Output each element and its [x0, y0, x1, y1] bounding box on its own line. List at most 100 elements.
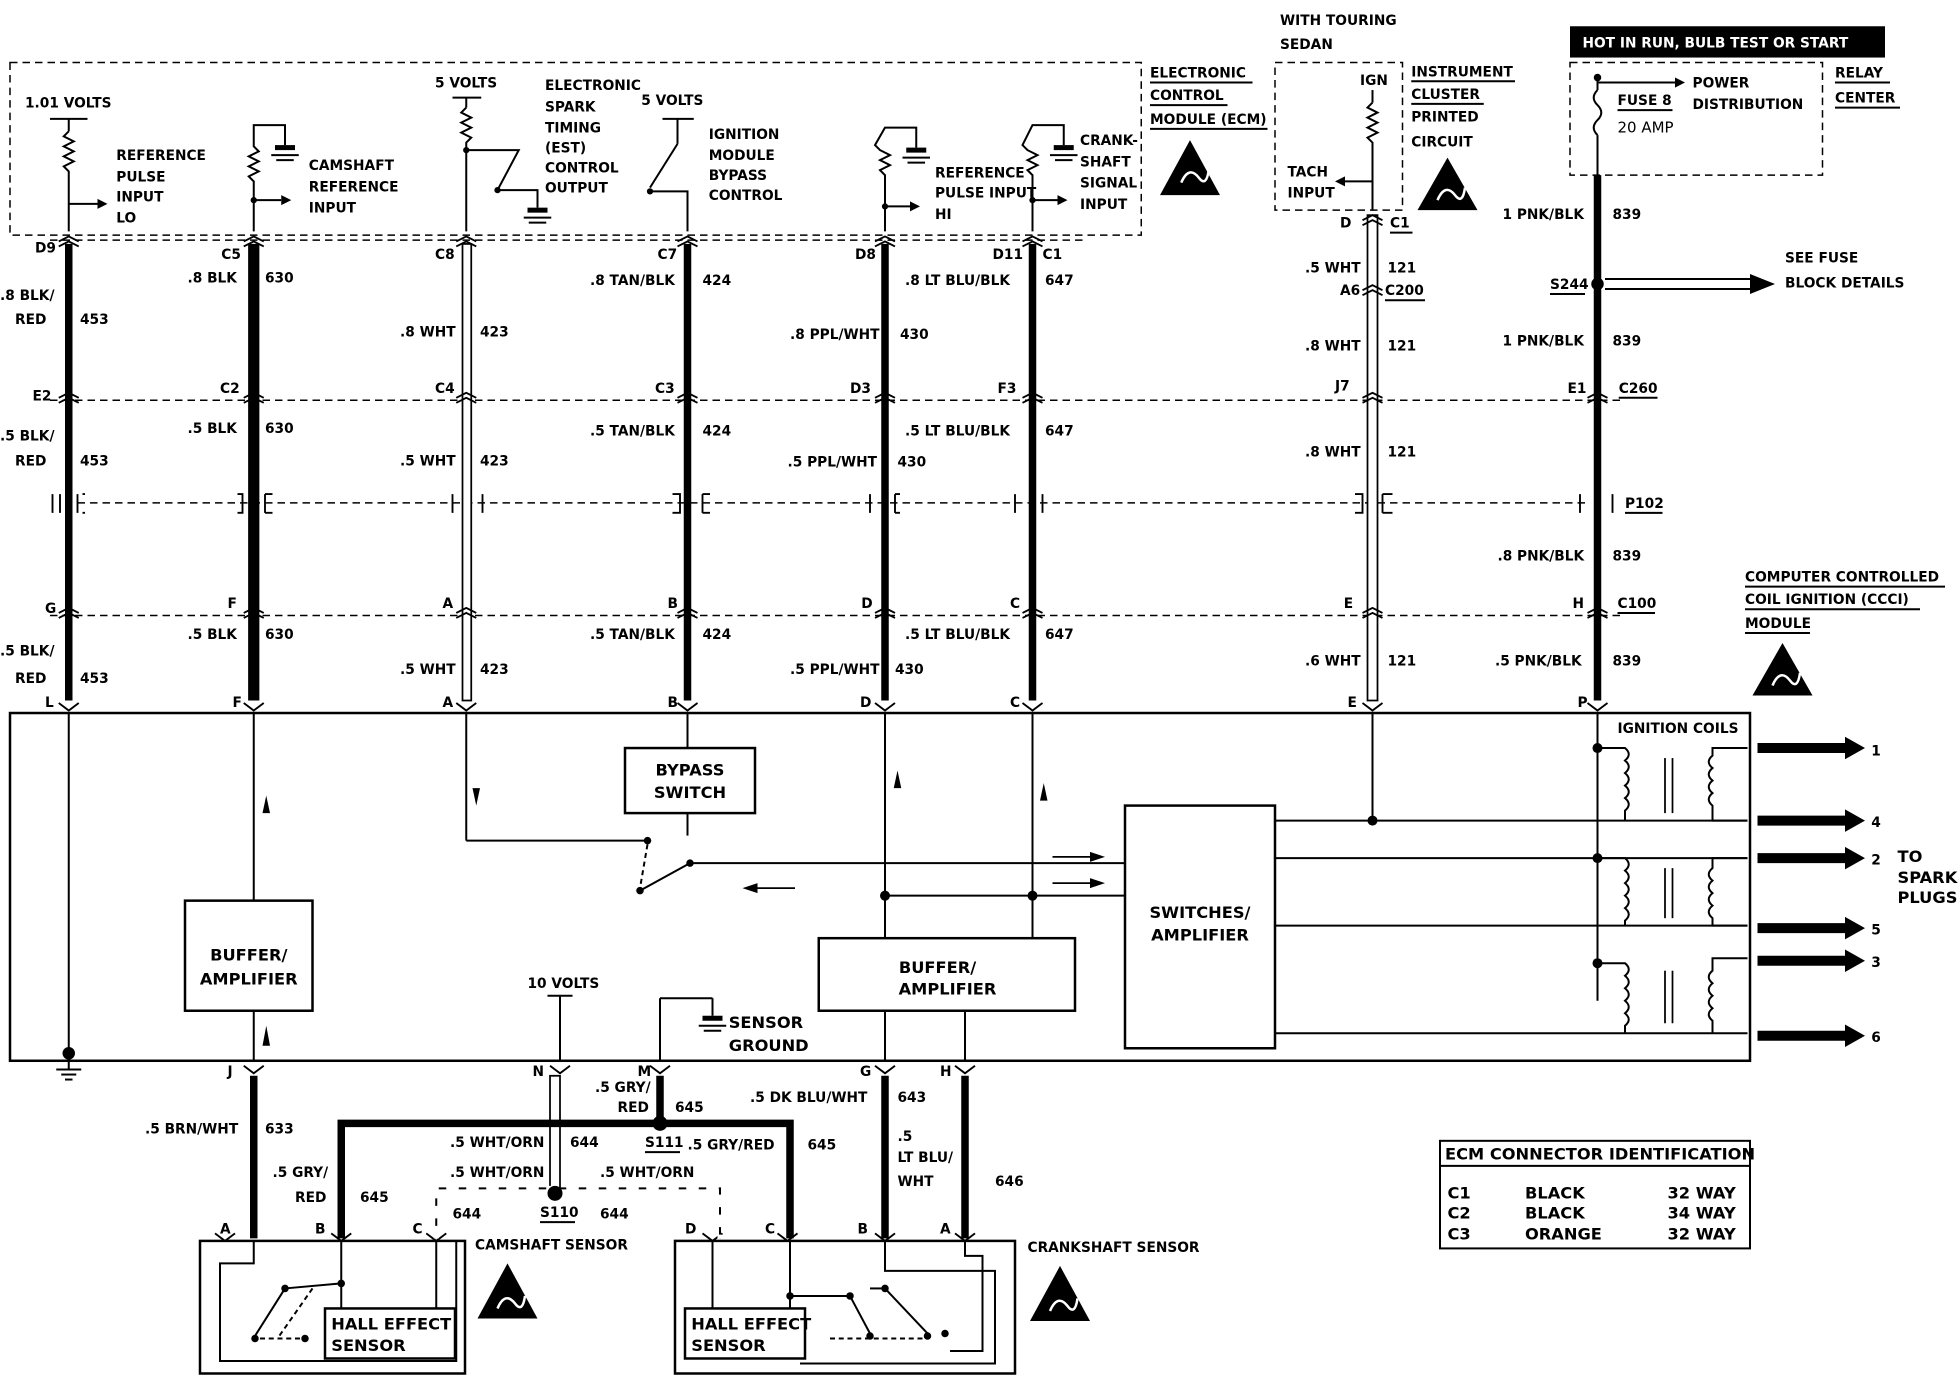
- camshaft-sensor: A B C HALL EFFECT SENSOR CAMSHAFT SENSOR: [198, 1221, 628, 1375]
- svg-text:SWITCH: SWITCH: [654, 783, 726, 802]
- svg-text:SHAFT: SHAFT: [1080, 154, 1131, 170]
- svg-text:ORANGE: ORANGE: [1525, 1225, 1602, 1244]
- svg-text:430: 430: [895, 662, 924, 678]
- svg-text:121: 121: [1388, 653, 1417, 669]
- svg-text:C4: C4: [435, 381, 455, 397]
- svg-text:C1: C1: [1043, 247, 1063, 263]
- svg-text:C2: C2: [1448, 1203, 1471, 1222]
- connector-pins-row-4: L F A B D C E P: [45, 695, 1588, 711]
- svg-text:CRANKSHAFT SENSOR: CRANKSHAFT SENSOR: [1028, 1240, 1200, 1256]
- connector-pins-bottom: J N M G H: [227, 1064, 952, 1080]
- svg-text:BUFFER/: BUFFER/: [210, 946, 287, 965]
- svg-text:E: E: [1344, 596, 1353, 612]
- svg-text:ELECTRONIC: ELECTRONIC: [545, 78, 641, 94]
- svg-text:FUSE 8: FUSE 8: [1618, 93, 1672, 109]
- touring-sedan-note: WITH TOURING SEDAN: [1280, 13, 1397, 53]
- ground-symbol: [56, 1059, 82, 1081]
- svg-text:.5 DK BLU/WHT: .5 DK BLU/WHT: [750, 1090, 868, 1106]
- svg-text:A: A: [220, 1221, 231, 1237]
- wire-labels-row-3: .5 BLK/ RED 453 .5 BLK 630 .5 WHT 423 .5…: [0, 627, 1641, 687]
- svg-text:3: 3: [1871, 955, 1881, 971]
- connector-pins-row-1: D9 C5 C8 C7 D8 D11 C1 D C1: [35, 216, 1413, 263]
- instrument-cluster-title: INSTRUMENT CLUSTER PRINTED CIRCUIT: [1411, 64, 1515, 150]
- svg-text:CRANK-: CRANK-: [1080, 133, 1138, 149]
- connector-break-marks: [51, 214, 1614, 712]
- svg-text:647: 647: [1045, 273, 1074, 289]
- svg-text:.5 GRY/: .5 GRY/: [595, 1080, 652, 1096]
- svg-text:5 VOLTS: 5 VOLTS: [435, 76, 497, 92]
- svg-text:PULSE: PULSE: [116, 169, 165, 185]
- svg-text:424: 424: [703, 423, 732, 439]
- svg-text:AMPLIFIER: AMPLIFIER: [899, 979, 997, 998]
- module-junction-dots: [62, 743, 1603, 1060]
- svg-text:644: 644: [600, 1206, 629, 1222]
- svg-text:BLACK: BLACK: [1525, 1183, 1586, 1202]
- svg-text:C7: C7: [658, 247, 678, 263]
- signal-arrows: [262, 770, 1105, 1046]
- svg-text:1 PNK/BLK: 1 PNK/BLK: [1503, 333, 1586, 349]
- svg-text:.8 PNK/BLK: .8 PNK/BLK: [1498, 548, 1586, 564]
- svg-text:121: 121: [1388, 261, 1417, 277]
- svg-text:INPUT: INPUT: [116, 189, 164, 205]
- svg-text:10 VOLTS: 10 VOLTS: [528, 976, 600, 992]
- svg-text:.5 LT BLU/BLK: .5 LT BLU/BLK: [905, 423, 1011, 439]
- svg-text:P102: P102: [1625, 496, 1664, 512]
- svg-text:C1: C1: [1448, 1183, 1471, 1202]
- wire-labels-row-2: .5 BLK/ RED 453 .5 BLK 630 .5 WHT 423 .5…: [0, 421, 1641, 565]
- spark-plug-outputs: 1 4 2 5 3 6 TO SPARK PLUGS: [1757, 736, 1959, 1048]
- connector-pins-row-2: E2 C2 C4 C3 D3 F3 J7 E1 C260: [33, 378, 1658, 404]
- ecm-circuit-crank-sig: CRANK- SHAFT SIGNAL INPUT: [1021, 124, 1138, 232]
- svg-text:CLUSTER: CLUSTER: [1411, 87, 1480, 103]
- svg-text:L: L: [45, 695, 54, 711]
- svg-text:2: 2: [1871, 852, 1881, 868]
- bypass-switch: BYPASS SWITCH: [623, 746, 757, 895]
- ccci-module-title: COMPUTER CONTROLLED COIL IGNITION (CCCI)…: [1745, 570, 1945, 634]
- svg-text:121: 121: [1388, 445, 1417, 461]
- svg-text:J7: J7: [1334, 378, 1350, 394]
- esd-warning-icon: [1752, 642, 1813, 696]
- svg-text:.5 BLK/: .5 BLK/: [0, 428, 55, 444]
- svg-text:REFERENCE: REFERENCE: [309, 179, 399, 195]
- svg-text:E: E: [1348, 695, 1357, 711]
- wire-644-branches: [433, 1185, 723, 1239]
- buffer-amplifier-left: BUFFER/ AMPLIFIER: [183, 899, 314, 1012]
- svg-text:OUTPUT: OUTPUT: [545, 181, 608, 197]
- svg-text:GROUND: GROUND: [729, 1036, 809, 1055]
- ecm-circuit-ref-hi: REFERENCE PULSE INPUT HI: [873, 126, 1037, 232]
- svg-text:S110: S110: [540, 1205, 579, 1221]
- svg-text:F: F: [228, 596, 237, 612]
- svg-text:PULSE INPUT: PULSE INPUT: [935, 186, 1037, 202]
- esd-warning-icon: [1030, 1265, 1090, 1321]
- relay-center-title: RELAY CENTER: [1835, 66, 1900, 109]
- svg-text:J: J: [227, 1064, 233, 1080]
- ten-volts-supply: 10 VOLTS: [528, 976, 600, 997]
- ecm-connector-table: ECM CONNECTOR IDENTIFICATION C1 BLACK 32…: [1439, 1139, 1755, 1250]
- svg-text:839: 839: [1613, 653, 1642, 669]
- wire-423: [461, 243, 473, 702]
- svg-text:RED: RED: [618, 1100, 649, 1116]
- svg-text:(EST): (EST): [545, 141, 586, 157]
- connector-pins-row-3: G F A B D C E H C100: [45, 596, 1656, 617]
- svg-text:644: 644: [570, 1135, 599, 1151]
- svg-text:SENSOR: SENSOR: [691, 1336, 766, 1355]
- svg-text:F3: F3: [998, 381, 1017, 397]
- svg-text:5 VOLTS: 5 VOLTS: [641, 93, 703, 109]
- svg-text:COMPUTER CONTROLLED: COMPUTER CONTROLLED: [1745, 570, 1939, 586]
- svg-text:C: C: [765, 1221, 775, 1237]
- svg-text:.5 PPL/WHT: .5 PPL/WHT: [790, 662, 880, 678]
- svg-text:CONTROL: CONTROL: [709, 188, 783, 204]
- svg-text:INPUT: INPUT: [1288, 186, 1336, 202]
- svg-text:C: C: [413, 1221, 423, 1237]
- svg-text:633: 633: [265, 1121, 294, 1137]
- svg-text:MODULE: MODULE: [1745, 616, 1811, 632]
- svg-text:.5 BLK/: .5 BLK/: [0, 643, 55, 659]
- svg-text:.5 BLK: .5 BLK: [188, 421, 239, 437]
- svg-text:424: 424: [703, 627, 732, 643]
- svg-text:.5 PNK/BLK: .5 PNK/BLK: [1495, 653, 1583, 669]
- svg-text:INPUT: INPUT: [1080, 197, 1128, 213]
- svg-text:.5 WHT/ORN: .5 WHT/ORN: [450, 1135, 544, 1151]
- svg-text:BLOCK DETAILS: BLOCK DETAILS: [1785, 276, 1904, 292]
- svg-text:.5 WHT: .5 WHT: [1305, 261, 1361, 277]
- svg-text:C260: C260: [1619, 381, 1658, 397]
- svg-text:424: 424: [703, 273, 732, 289]
